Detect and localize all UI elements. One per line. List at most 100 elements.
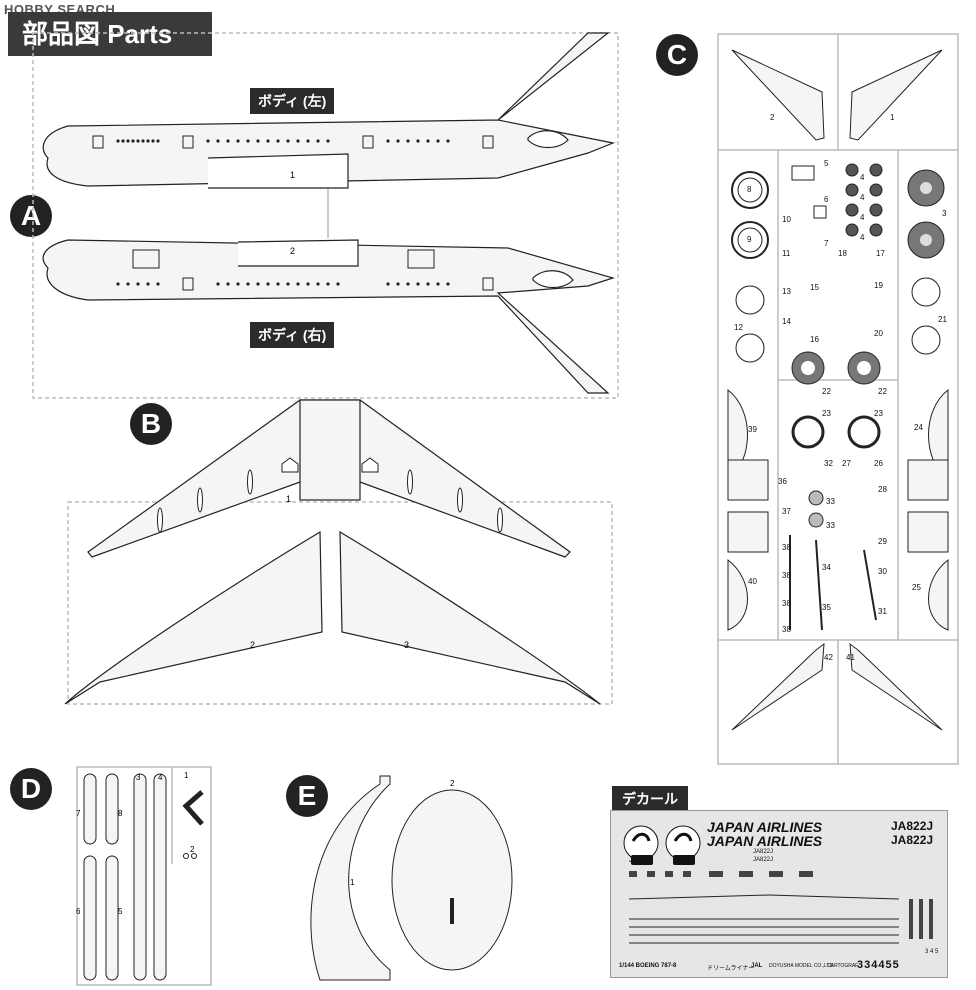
part-number-e1: 1 (350, 878, 355, 887)
part-number-c: 5 (824, 159, 829, 168)
decal-registration-small-1: JA822J (753, 849, 774, 855)
wing-left-part (64, 530, 323, 705)
decal-airline-2: JAPAN AIRLINES (707, 833, 823, 849)
part-number-d: 8 (118, 809, 123, 818)
part-number-c: 2 (770, 113, 775, 122)
part-number-c: 33 (826, 521, 835, 530)
section-c-badge: C (656, 34, 698, 76)
part-number-c: 36 (778, 477, 787, 486)
part-number-c: 31 (878, 607, 887, 616)
part-number-d: 4 (158, 773, 163, 782)
part-number-c: 35 (822, 603, 831, 612)
part-number-c: 33 (826, 497, 835, 506)
decal-sheet: JAL JAPAN AIRLINES JAPAN AIRLINES JA822J… (610, 810, 948, 978)
section-d-badge: D (10, 768, 52, 810)
part-number-c: 4 (860, 193, 865, 202)
part-number-d: 7 (76, 809, 81, 818)
part-number-d: 6 (76, 907, 81, 916)
part-number-b3: 3 (404, 640, 409, 650)
part-number-c: 7 (824, 239, 829, 248)
part-number-b1: 1 (286, 494, 291, 504)
part-number-d: 1 (184, 771, 189, 780)
part-number-c: 14 (782, 317, 791, 326)
decal-footer-printer: CARTOGRAF (827, 963, 859, 969)
section-e-badge: E (286, 775, 328, 817)
decal-small-number-strip: 3 4 5 (925, 949, 939, 955)
fuselage-right-part (42, 239, 616, 394)
body-left-label: ボディ (左) (250, 88, 335, 114)
part-number-c: 38 (782, 571, 791, 580)
decal-airline-1: JAPAN AIRLINES (707, 819, 823, 835)
part-number-c: 19 (874, 281, 883, 290)
decal-footer-maker: DOYUSHA MODEL CO.,LTD. (769, 963, 835, 969)
part-number-d: 5 (118, 907, 123, 916)
body-right-label: ボディ (右) (250, 322, 335, 348)
part-number-a2: 2 (290, 246, 295, 256)
part-number-c: 18 (838, 249, 847, 258)
part-number-c: 8 (747, 185, 752, 194)
part-number-c: 24 (914, 423, 923, 432)
part-number-c: 38 (782, 543, 791, 552)
section-b-badge: B (130, 403, 172, 445)
decal-footer-scale: 1/144 BOEING 787-8 (619, 963, 677, 969)
part-number-c: 41 (846, 653, 855, 662)
decal-logo-text: JAL (629, 857, 643, 864)
page-title: 部品図 Parts (8, 12, 212, 56)
decal-footer-brand: JAL (751, 963, 763, 969)
part-number-c: 10 (782, 215, 791, 224)
part-number-c: 15 (810, 283, 819, 292)
part-number-c: 22 (822, 387, 831, 396)
part-number-c: 23 (822, 409, 831, 418)
decal-footer-jp: ドリームライナー (707, 966, 755, 972)
part-number-c: 42 (824, 653, 833, 662)
part-number-a1: 1 (290, 170, 295, 180)
part-number-c: 6 (824, 195, 829, 204)
decal-number-strip: 334455 (857, 959, 900, 971)
part-number-c: 21 (938, 315, 947, 324)
decal-label: デカール (612, 786, 688, 812)
part-number-c: 4 (860, 213, 865, 222)
part-number-c: 37 (782, 507, 791, 516)
wing-right-part (339, 530, 601, 705)
sprue-b-diagram: 1 2 3 (64, 399, 613, 705)
part-number-b2: 2 (250, 640, 255, 650)
part-number-c: 25 (912, 583, 921, 592)
part-number-c: 29 (878, 537, 887, 546)
part-number-c: 28 (878, 485, 887, 494)
part-number-c: 23 (874, 409, 883, 418)
part-number-c: 1 (890, 113, 895, 122)
part-number-c: 4 (860, 233, 865, 242)
fuselage-left-part (42, 32, 616, 189)
part-number-e2: 2 (450, 779, 455, 788)
decal-registration-2: JA822J (891, 833, 934, 847)
part-number-c: 4 (860, 173, 865, 182)
part-number-c: 3 (942, 209, 947, 218)
section-a-badge: A (10, 195, 52, 237)
part-number-c: 13 (782, 287, 791, 296)
part-number-c: 20 (874, 329, 883, 338)
part-number-c: 22 (878, 387, 887, 396)
sprue-c-diagram: 2 1 3 4 4 4 4 5 6 7 8 9 10 11 12 13 14 1… (717, 33, 959, 765)
part-number-d: 3 (136, 773, 141, 782)
sprue-d-diagram: 1 2 3 4 5 6 7 8 (76, 766, 212, 986)
part-number-c: 30 (878, 567, 887, 576)
decal-registration-1: JA822J (891, 819, 934, 833)
decal-registration-small-2: JA822J (753, 857, 774, 863)
part-number-c: 12 (734, 323, 743, 332)
jal-crane-logo-icon (623, 825, 701, 865)
part-number-c: 38 (782, 625, 791, 634)
part-number-c: 9 (747, 235, 752, 244)
part-number-c: 16 (810, 335, 819, 344)
part-number-c: 17 (876, 249, 885, 258)
part-number-c: 34 (822, 563, 831, 572)
part-number-c: 39 (748, 425, 757, 434)
sprue-a-diagram: 1 2 (32, 32, 619, 399)
part-number-d: 2 (190, 845, 195, 854)
decal-stripes-drawing (628, 871, 933, 944)
part-number-c: 11 (782, 249, 791, 258)
part-number-c: 38 (782, 599, 791, 608)
part-number-c: 26 (874, 459, 883, 468)
sprue-e-diagram: 1 2 (310, 775, 513, 981)
part-number-c: 27 (842, 459, 851, 468)
part-number-c: 32 (824, 459, 833, 468)
